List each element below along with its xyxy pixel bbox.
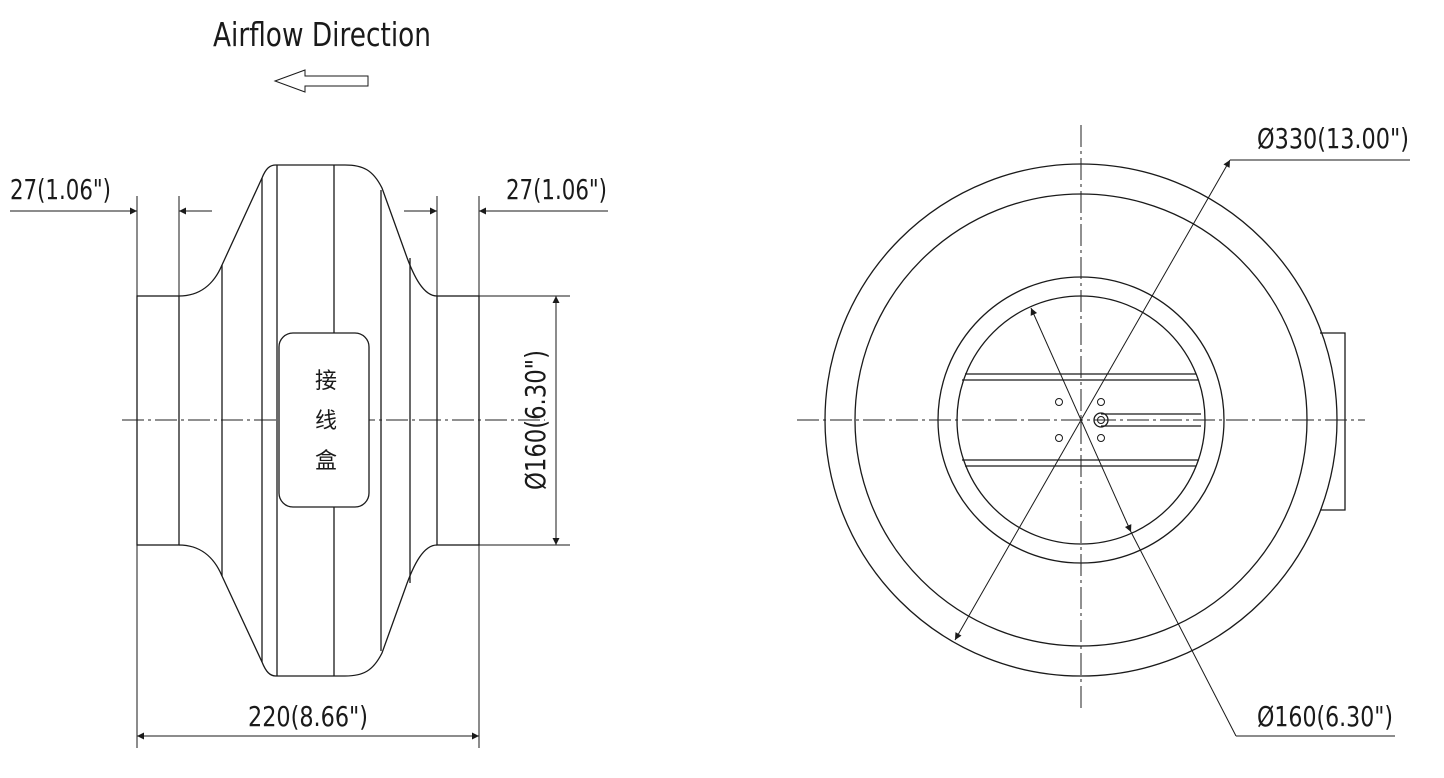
junction-box-char: 盒 [315, 449, 337, 474]
outer-diameter-dimension-line [954, 159, 1231, 641]
left-duct-collar [136, 295, 180, 546]
screw-hole [1055, 434, 1063, 442]
inlet-diameter-dimension-line [1030, 307, 1132, 533]
fan-housing-outline [178, 164, 438, 677]
terminal-box [1320, 332, 1346, 511]
airflow-direction-label: Airflow Direction [213, 15, 431, 54]
outer-diameter-dimension: Ø330(13.00") [1257, 122, 1409, 155]
duct-diameter-dimension: Ø160(6.30") [519, 350, 552, 490]
screw-hole [1097, 434, 1105, 442]
screw-hole [1055, 398, 1063, 406]
screw-hole [1097, 398, 1105, 406]
junction-box [278, 332, 370, 508]
junction-box-char: 接 [315, 369, 337, 394]
front-view: Ø330(13.00") Ø160(6.30") [797, 122, 1410, 737]
inlet-diameter-dimension: Ø160(6.30") [1257, 700, 1393, 733]
right-duct-collar [436, 295, 480, 546]
side-view: 接 线 盒 27(1.06") 27(1.06") Ø160(6.30") 22… [10, 164, 608, 748]
inlet-diameter-leader [1130, 531, 1237, 737]
left-collar-dimension: 27(1.06") [10, 173, 111, 206]
airflow-arrow-icon [273, 69, 369, 93]
junction-box-char: 线 [315, 409, 337, 434]
overall-length-dimension: 220(8.66") [248, 700, 368, 733]
right-collar-dimension: 27(1.06") [506, 173, 607, 206]
